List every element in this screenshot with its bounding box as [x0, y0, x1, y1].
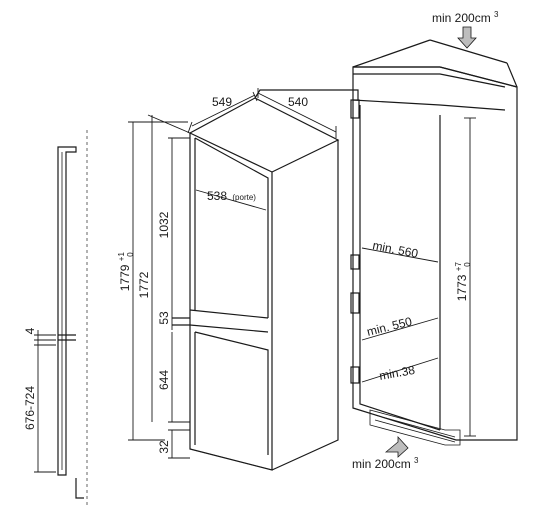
appliance-body [172, 97, 340, 471]
total-height-label: 1772 [137, 271, 151, 298]
niche-height-left-label: 1779 +1 0 [113, 249, 135, 292]
dimension-lower-door: 644 [157, 332, 190, 423]
dimension-side-top: 4 [23, 327, 56, 345]
dimension-width: 540 [257, 88, 337, 138]
vent-top-arrow-icon [457, 26, 477, 49]
depth-label: 549 [212, 95, 232, 109]
dimension-base: 32 [157, 429, 190, 459]
vent-top-indicator: min 200cm 3 [432, 10, 499, 49]
dimension-niche-height-left: 1779 +1 0 [113, 121, 188, 441]
door-link [254, 89, 359, 100]
dimension-niche-width: min. 560 [361, 238, 439, 263]
width-label: 540 [288, 95, 308, 109]
hinges [350, 99, 360, 384]
cabinet-niche [352, 39, 518, 446]
side-range-label: 676-724 [23, 386, 37, 430]
dimension-niche-height-right: 1773 +7 0 [450, 117, 476, 437]
vent-top-label: min 200cm 3 [432, 10, 499, 25]
dimension-niche-depth: min. 550 [361, 314, 439, 341]
dimension-gap: 53 [157, 310, 173, 330]
vent-bottom-arrow-icon [384, 435, 409, 458]
base-label: 32 [157, 440, 171, 454]
door-width-note: (porte) [232, 193, 256, 202]
side-profile [57, 130, 88, 505]
dimension-door-width: 538 (porte) [195, 189, 267, 211]
niche-depth-label: min. 550 [365, 314, 413, 339]
gap-label: 53 [157, 311, 171, 325]
rear-gap-label: min.38 [378, 363, 416, 383]
dimension-side-range: 676-724 [23, 344, 56, 473]
side-top-label: 4 [23, 327, 37, 334]
vent-bottom-label: min 200cm 3 [352, 456, 419, 471]
niche-width-label: min. 560 [371, 238, 419, 261]
door-width-value: 538 [207, 189, 227, 203]
dimension-depth: 549 [187, 91, 258, 134]
dimension-upper-door: 1032 [157, 137, 190, 310]
dimension-total-height: 1772 [137, 114, 191, 422]
door-width-label: 538 (porte) [207, 189, 256, 203]
niche-height-right-label: 1773 +7 0 [450, 259, 472, 302]
upper-door-label: 1032 [157, 211, 171, 238]
vent-bottom-indicator: min 200cm 3 [352, 435, 419, 471]
dimension-rear-gap: min.38 [361, 357, 439, 383]
lower-door-label: 644 [157, 370, 171, 390]
